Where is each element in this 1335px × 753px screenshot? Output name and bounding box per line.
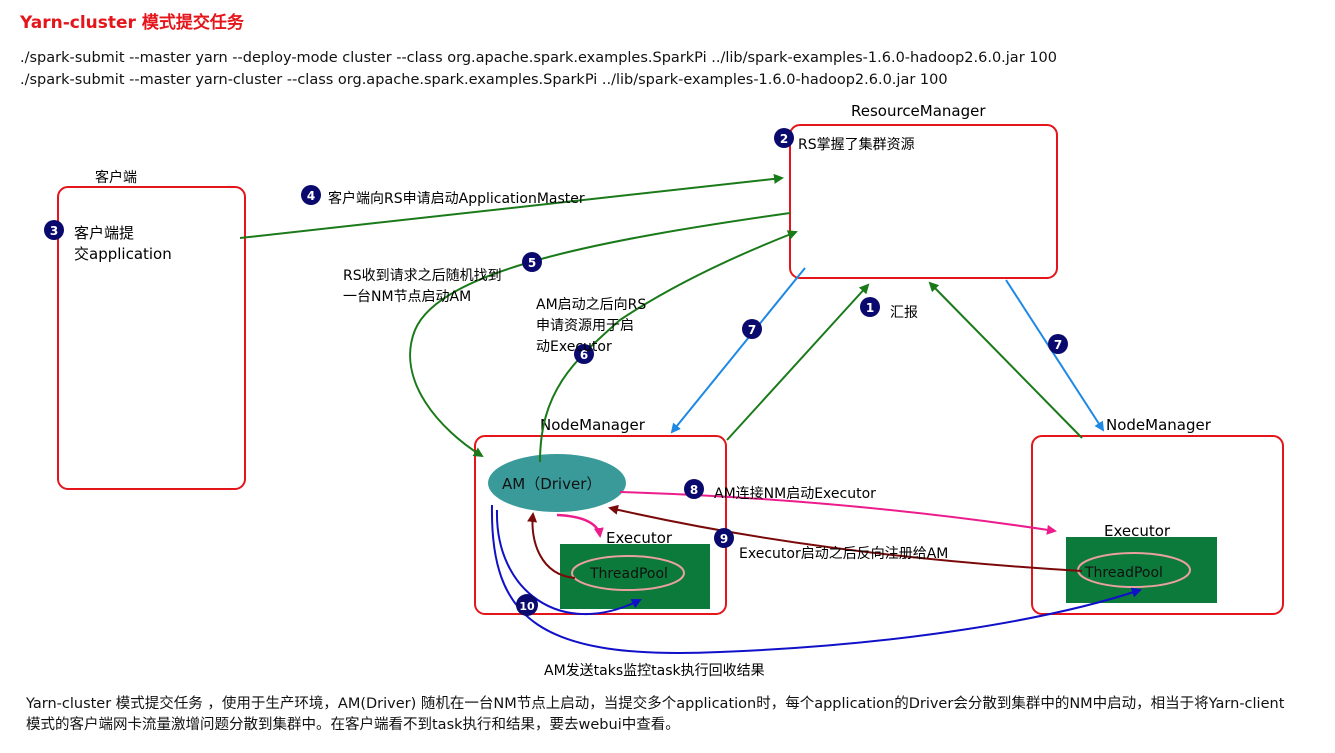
step-7b-badge: 7 (1048, 334, 1068, 354)
arrow-step-7b (1005, 279, 1105, 432)
annotation-step-6-line-2: 申请资源用于启 (536, 318, 634, 334)
annotation-step-10: AM发送taks监控task执行回收结果 (544, 663, 765, 679)
svg-text:1: 1 (866, 301, 874, 315)
step-10-badge: 10 (516, 594, 538, 616)
resourcemanager-label: ResourceManager (851, 102, 986, 120)
client-text-1: 客户端提 (74, 224, 134, 242)
svg-text:5: 5 (528, 256, 536, 270)
step-8-badge: 8 (684, 479, 704, 499)
step-4-badge: 4 (301, 185, 321, 205)
step-2-badge: 2 (774, 128, 794, 148)
arrow-step-1-nm2 (928, 281, 1083, 439)
annotation-step-6-line-3: 动Executor (536, 339, 612, 355)
step-1-badge: 1 (860, 297, 880, 317)
step-3-badge: 3 (44, 220, 64, 240)
svg-text:7: 7 (1054, 338, 1062, 352)
svg-text:7: 7 (748, 323, 756, 337)
executor-1-label: Executor (606, 529, 673, 547)
page-title: Yarn-cluster 模式提交任务 (20, 13, 244, 33)
annotation-step-6-line-1: AM启动之后向RS (536, 297, 646, 313)
arrow-step-10-remote (490, 504, 1142, 654)
arrow-step-7a (670, 267, 806, 434)
nodemanager-2-label: NodeManager (1106, 416, 1212, 434)
client-text-2: 交application (74, 245, 172, 263)
svg-text:4: 4 (307, 189, 315, 203)
svg-text:6: 6 (580, 348, 588, 362)
annotation-step-1: 汇报 (890, 305, 918, 321)
arrow-step-1-nm1 (726, 283, 870, 441)
svg-text:8: 8 (690, 483, 698, 497)
command-line-1: ./spark-submit --master yarn --deploy-mo… (20, 50, 1057, 66)
nodemanager-2-box (1031, 435, 1284, 615)
svg-text:2: 2 (780, 132, 788, 146)
svg-text:9: 9 (720, 532, 728, 546)
arrow-step-10-local (495, 509, 642, 616)
arrow-step-4 (239, 173, 784, 239)
yarn-cluster-diagram: 客户端 客户端提 交application ResourceManager RS… (44, 102, 1284, 679)
arrow-step-6 (539, 230, 798, 463)
step-9-badge: 9 (714, 528, 734, 548)
resourcemanager-box (789, 124, 1058, 279)
step-5-badge: 5 (522, 252, 542, 272)
arrow-step-9 (608, 504, 1083, 572)
arrow-am-to-executor-1 (556, 513, 604, 538)
footer-description: Yarn-cluster 模式提交任务 ，使用于生产环境，AM(Driver) … (26, 696, 1285, 733)
threadpool-2-label: ThreadPool (1084, 565, 1163, 581)
executor-1-box (560, 544, 710, 609)
annotation-step-5-line-2: 一台NM节点启动AM (343, 289, 471, 305)
executor-2-label: Executor (1104, 522, 1171, 540)
annotation-step-8: AM连接NM启动Executor (714, 485, 876, 502)
am-driver-ellipse (488, 454, 626, 512)
command-line-2: ./spark-submit --master yarn-cluster --c… (20, 72, 948, 88)
am-driver-label: AM（Driver） (502, 475, 601, 493)
client-box (57, 186, 246, 490)
step-6-badge: 6 (574, 344, 594, 364)
resourcemanager-text: RS掌握了集群资源 (798, 136, 915, 153)
nodemanager-1-label: NodeManager (540, 416, 646, 434)
annotation-step-5-line-1: RS收到请求之后随机找到 (343, 268, 502, 284)
annotation-step-9: Executor启动之后反向注册给AM (739, 546, 948, 562)
svg-text:10: 10 (519, 600, 535, 613)
arrow-step-5 (409, 212, 791, 458)
threadpool-1-ellipse (571, 555, 685, 591)
client-label: 客户端 (95, 169, 137, 186)
nodemanager-1-box (474, 435, 727, 615)
step-7a-badge: 7 (742, 319, 762, 339)
arrow-executor-1-to-am (527, 512, 576, 579)
arrow-step-8 (619, 491, 1057, 535)
threadpool-1-label: ThreadPool (589, 566, 668, 582)
svg-text:3: 3 (50, 224, 58, 238)
annotation-step-4: 客户端向RS申请启动ApplicationMaster (328, 190, 585, 207)
